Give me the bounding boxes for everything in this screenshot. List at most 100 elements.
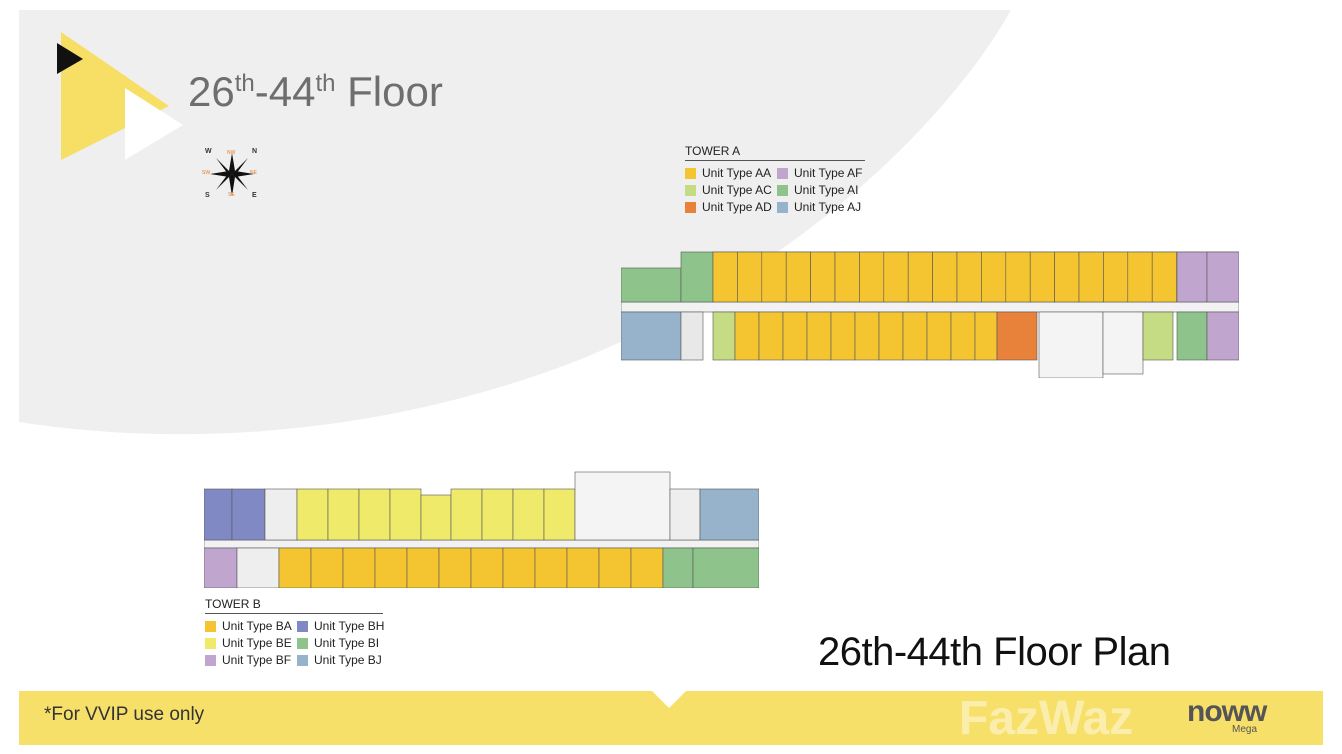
plan-unit xyxy=(481,488,514,541)
legend-label: Unit Type BE xyxy=(222,636,292,650)
plan-unit xyxy=(566,547,600,588)
plan-unit xyxy=(420,494,452,541)
plan-unit xyxy=(662,547,694,588)
tower-b-title: TOWER B xyxy=(205,597,261,611)
plan-unit xyxy=(950,311,976,361)
legend-label: Unit Type AA xyxy=(702,166,772,180)
plan-unit xyxy=(342,547,376,588)
brand-logo: noww xyxy=(1187,695,1267,728)
plan-unit xyxy=(859,251,885,303)
plan-unit xyxy=(450,488,483,541)
plan-unit xyxy=(204,547,238,588)
corridor xyxy=(204,539,759,549)
legend-item-ac: Unit Type AC xyxy=(685,183,777,197)
plan-unit xyxy=(926,311,952,361)
tower-a-title: TOWER A xyxy=(685,144,741,158)
legend-label: Unit Type BH xyxy=(314,619,385,633)
tower-b-legend: TOWER B Unit Type BA Unit Type BH Unit Typ… xyxy=(205,597,384,667)
plan-unit xyxy=(630,547,664,588)
legend-item-ai: Unit Type AI xyxy=(777,183,867,197)
plan-unit xyxy=(1103,251,1129,303)
plan-unit xyxy=(883,251,909,303)
plan-unit xyxy=(680,251,714,303)
legend-item-af: Unit Type AF xyxy=(777,166,867,180)
legend-item-ad: Unit Type AD xyxy=(685,200,777,214)
brand-sub: Mega xyxy=(1232,724,1258,735)
plan-unit xyxy=(502,547,536,588)
plan-unit xyxy=(785,251,811,303)
legend-swatch xyxy=(297,654,308,666)
legend-label: Unit Type AD xyxy=(702,200,772,214)
plan-unit xyxy=(712,251,738,303)
plan-unit xyxy=(956,251,982,303)
plan-unit xyxy=(1142,311,1174,361)
plan-unit xyxy=(327,488,360,541)
white-triangle xyxy=(125,88,183,160)
yellow-triangle xyxy=(61,32,169,160)
plan-unit xyxy=(1176,251,1208,303)
plan-unit xyxy=(1127,251,1153,303)
legend-swatch xyxy=(777,201,788,213)
legend-item-ba: Unit Type BA xyxy=(205,619,297,633)
plan-unit xyxy=(878,311,904,361)
plan-unit xyxy=(737,251,763,303)
plan-unit xyxy=(806,311,832,361)
plan-unit xyxy=(830,311,856,361)
plan-unit xyxy=(761,251,787,303)
tower-a-floor-plan xyxy=(621,251,1239,378)
compass-star-icon xyxy=(210,153,254,196)
legend-label: Unit Type BI xyxy=(314,636,380,650)
plan-unit xyxy=(974,311,998,361)
plan-unit xyxy=(534,547,568,588)
plan-unit xyxy=(310,547,344,588)
legend-label: Unit Type AJ xyxy=(794,200,862,214)
legend-swatch xyxy=(205,637,216,649)
page-title: 26th-44th Floor xyxy=(188,68,443,115)
plan-unit xyxy=(374,547,408,588)
plan-unit xyxy=(810,251,836,303)
plan-unit xyxy=(231,488,266,541)
legend-swatch xyxy=(685,184,696,196)
background-decor xyxy=(19,10,1011,435)
legend-swatch xyxy=(685,201,696,213)
plan-unit xyxy=(621,311,682,361)
plan-unit xyxy=(389,488,422,541)
plan-unit xyxy=(358,488,391,541)
floor-plan-slide: 26th-44th Floor W N S E NW SW NE SE TOWE… xyxy=(19,10,1323,745)
core xyxy=(680,311,704,361)
compass-e: E xyxy=(252,192,257,199)
plan-unit xyxy=(470,547,504,588)
legend-swatch xyxy=(777,184,788,196)
legend-item-bh: Unit Type BH xyxy=(297,619,387,633)
core xyxy=(1038,311,1104,378)
corridor xyxy=(621,301,1239,313)
plan-unit xyxy=(1206,251,1239,303)
plan-unit xyxy=(699,488,759,541)
tower-b-floor-plan xyxy=(204,471,759,588)
legend-swatch xyxy=(685,167,696,179)
legend-label: Unit Type BA xyxy=(222,619,292,633)
plan-unit xyxy=(907,251,933,303)
core xyxy=(264,488,298,541)
core xyxy=(236,547,280,588)
compass-rose: W N S E NW SW NE SE xyxy=(202,147,262,202)
legend-label: Unit Type BJ xyxy=(314,653,382,667)
plan-unit xyxy=(981,251,1007,303)
plan-unit xyxy=(438,547,472,588)
core xyxy=(1102,311,1144,375)
compass-nw: NW xyxy=(227,150,236,156)
plan-unit xyxy=(621,267,682,303)
legend-item-bi: Unit Type BI xyxy=(297,636,387,650)
plan-unit xyxy=(204,488,233,541)
compass-sw: SW xyxy=(202,170,211,176)
plan-unit xyxy=(512,488,545,541)
watermark-logo: FazWaz xyxy=(959,692,1134,745)
compass-se: SE xyxy=(228,192,235,198)
plan-unit xyxy=(278,547,312,588)
gray-swoosh-shape xyxy=(19,10,1011,435)
legend-swatch xyxy=(205,620,216,632)
plan-unit xyxy=(296,488,329,541)
plan-unit xyxy=(543,488,576,541)
legend-item-aj: Unit Type AJ xyxy=(777,200,867,214)
